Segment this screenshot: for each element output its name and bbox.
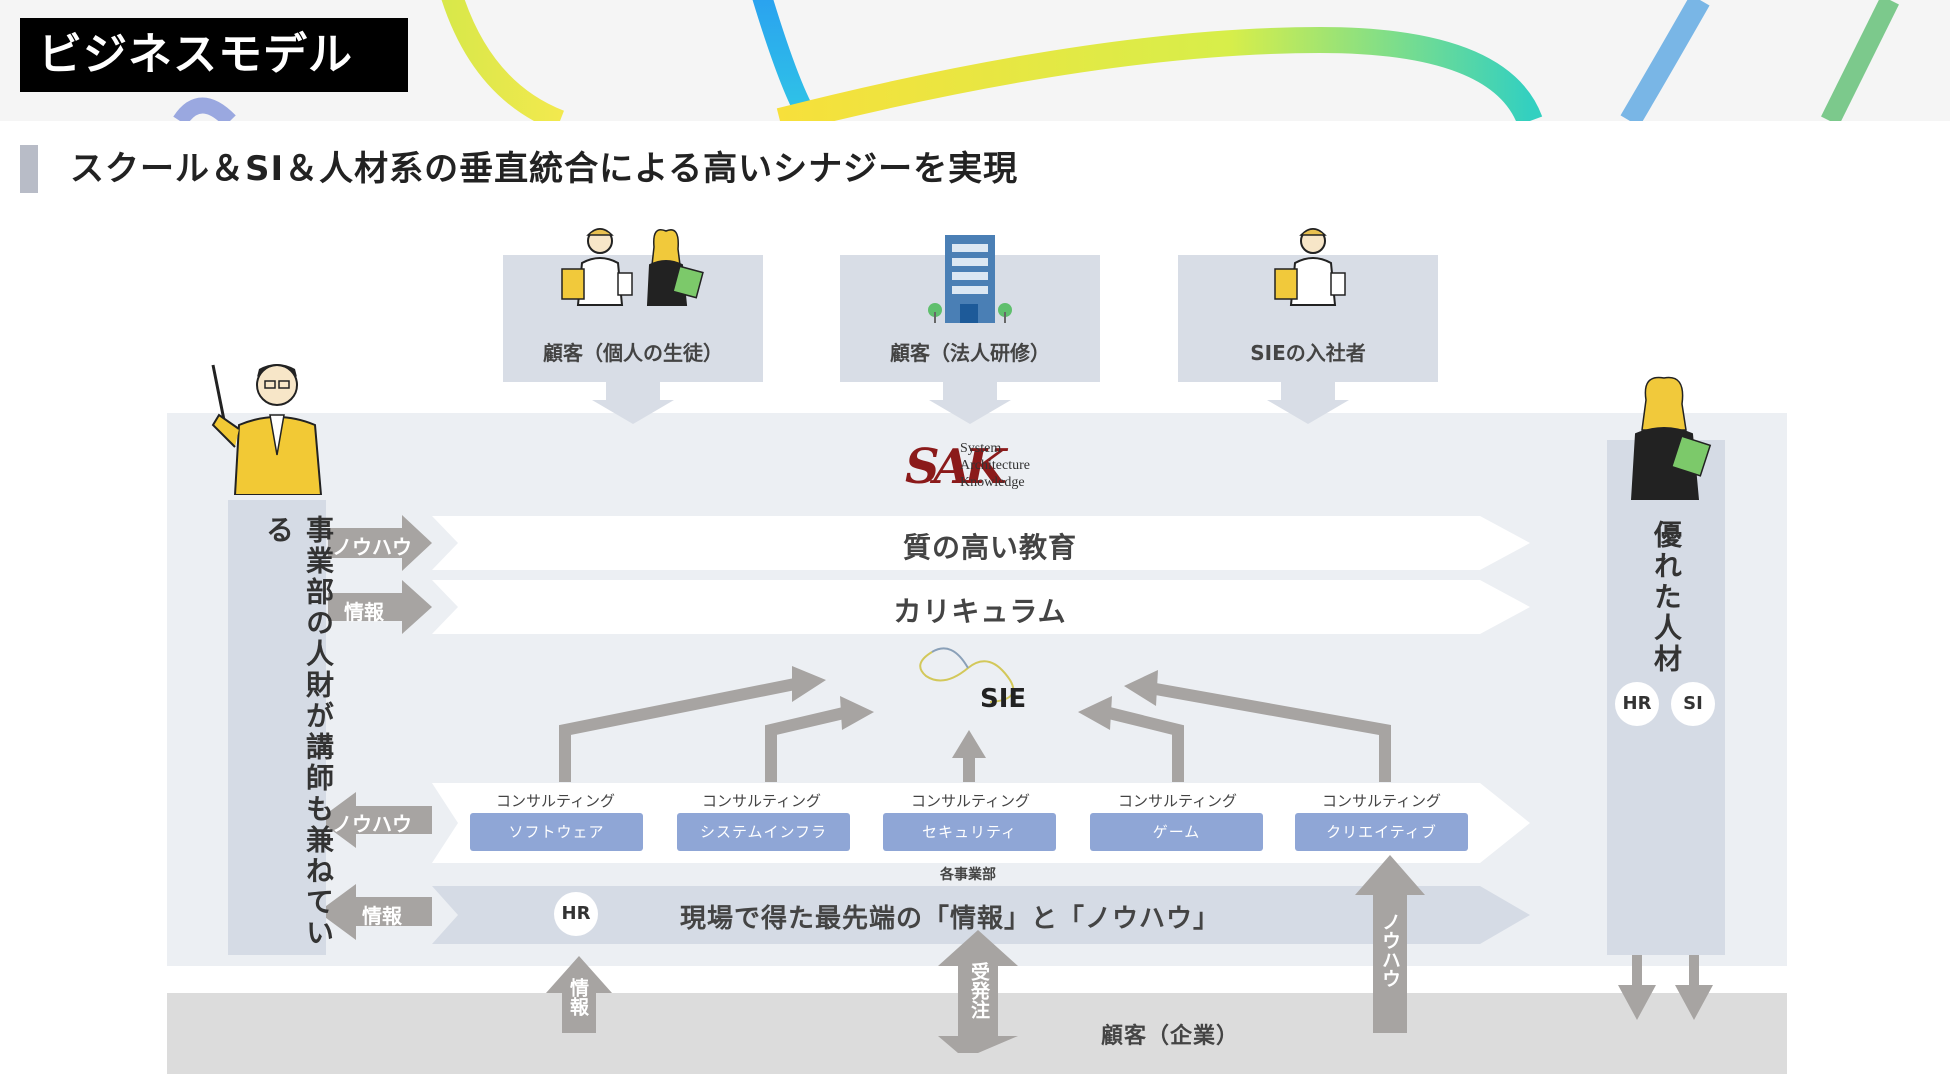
arrow-label-knowhow-bottom: ノウハウ (332, 812, 412, 836)
card-individual-students: 顧客（個人の生徒） (503, 228, 763, 382)
consulting-caption: コンサルティング (1321, 792, 1442, 810)
logo-line: System (960, 441, 1002, 456)
subtitle-marker (20, 145, 38, 193)
band-curriculum-text: カリキュラム (893, 595, 1067, 628)
card-label: 顧客（個人の生徒） (543, 341, 723, 365)
card-label: 顧客（法人研修） (890, 341, 1050, 365)
page-subtitle: スクール＆SI＆人材系の垂直統合による高いシナジーを実現 (70, 149, 1019, 189)
arrow-label-knowhow-top: ノウハウ (332, 535, 412, 559)
hr-badge: HR (554, 892, 598, 936)
logo-line: Knowledge (960, 475, 1025, 490)
divisions-caption: 各事業部 (940, 867, 996, 883)
division-game[interactable]: ゲーム (1090, 813, 1263, 851)
band-education-text: 質の高い教育 (902, 531, 1077, 564)
division-creative[interactable]: クリエイティブ (1295, 813, 1468, 851)
division-system-infra[interactable]: システムインフラ (677, 813, 850, 851)
card-label: SIEの入社者 (1250, 341, 1366, 365)
teacher-illustration-icon (211, 364, 323, 495)
sak-logo: SAK System Architecture Knowledge (905, 438, 1045, 496)
left-column-text: 事業部の人財が講師も兼ねている (262, 515, 335, 949)
page-title: ビジネスモデル (20, 18, 408, 92)
division-software[interactable]: ソフトウェア (470, 813, 643, 851)
si-badge-right: SI (1671, 682, 1715, 726)
students-illustration-icon (561, 228, 704, 306)
new-employee-illustration-icon (1274, 228, 1346, 306)
left-instructors-column (228, 500, 326, 955)
sie-label: SIE (980, 684, 1027, 714)
sak-logo-mark: SAK (905, 439, 1007, 495)
arrow-label-knowhow-up: ノウハウ (1379, 912, 1401, 988)
corporate-customers-label: 顧客（企業） (1100, 1024, 1239, 1049)
right-column-text: 優れた人材 (1650, 520, 1683, 675)
office-building-icon (928, 235, 1012, 323)
consulting-caption: コンサルティング (910, 792, 1031, 810)
decorative-ribbons (173, 0, 1899, 121)
consulting-caption: コンサルティング (495, 792, 616, 810)
card-corporate-training: 顧客（法人研修） (840, 235, 1100, 382)
consulting-caption: コンサルティング (701, 792, 822, 810)
arrow-label-info-top: 情報 (344, 600, 384, 624)
logo-line: Architecture (960, 458, 1030, 473)
arrow-label-info-up: 情報 (567, 978, 589, 1016)
consulting-caption: コンサルティング (1117, 792, 1238, 810)
arrow-label-info-bottom: 情報 (362, 904, 402, 928)
card-sie-new-hires: SIEの入社者 (1178, 228, 1438, 382)
talent-illustration-icon (1630, 376, 1712, 500)
arrow-label-order: 受発注 (968, 962, 990, 1019)
division-security[interactable]: セキュリティ (883, 813, 1056, 851)
band-field-text: 現場で得た最先端の「情報」と「ノウハウ」 (679, 904, 1220, 934)
hr-badge-right: HR (1615, 682, 1659, 726)
